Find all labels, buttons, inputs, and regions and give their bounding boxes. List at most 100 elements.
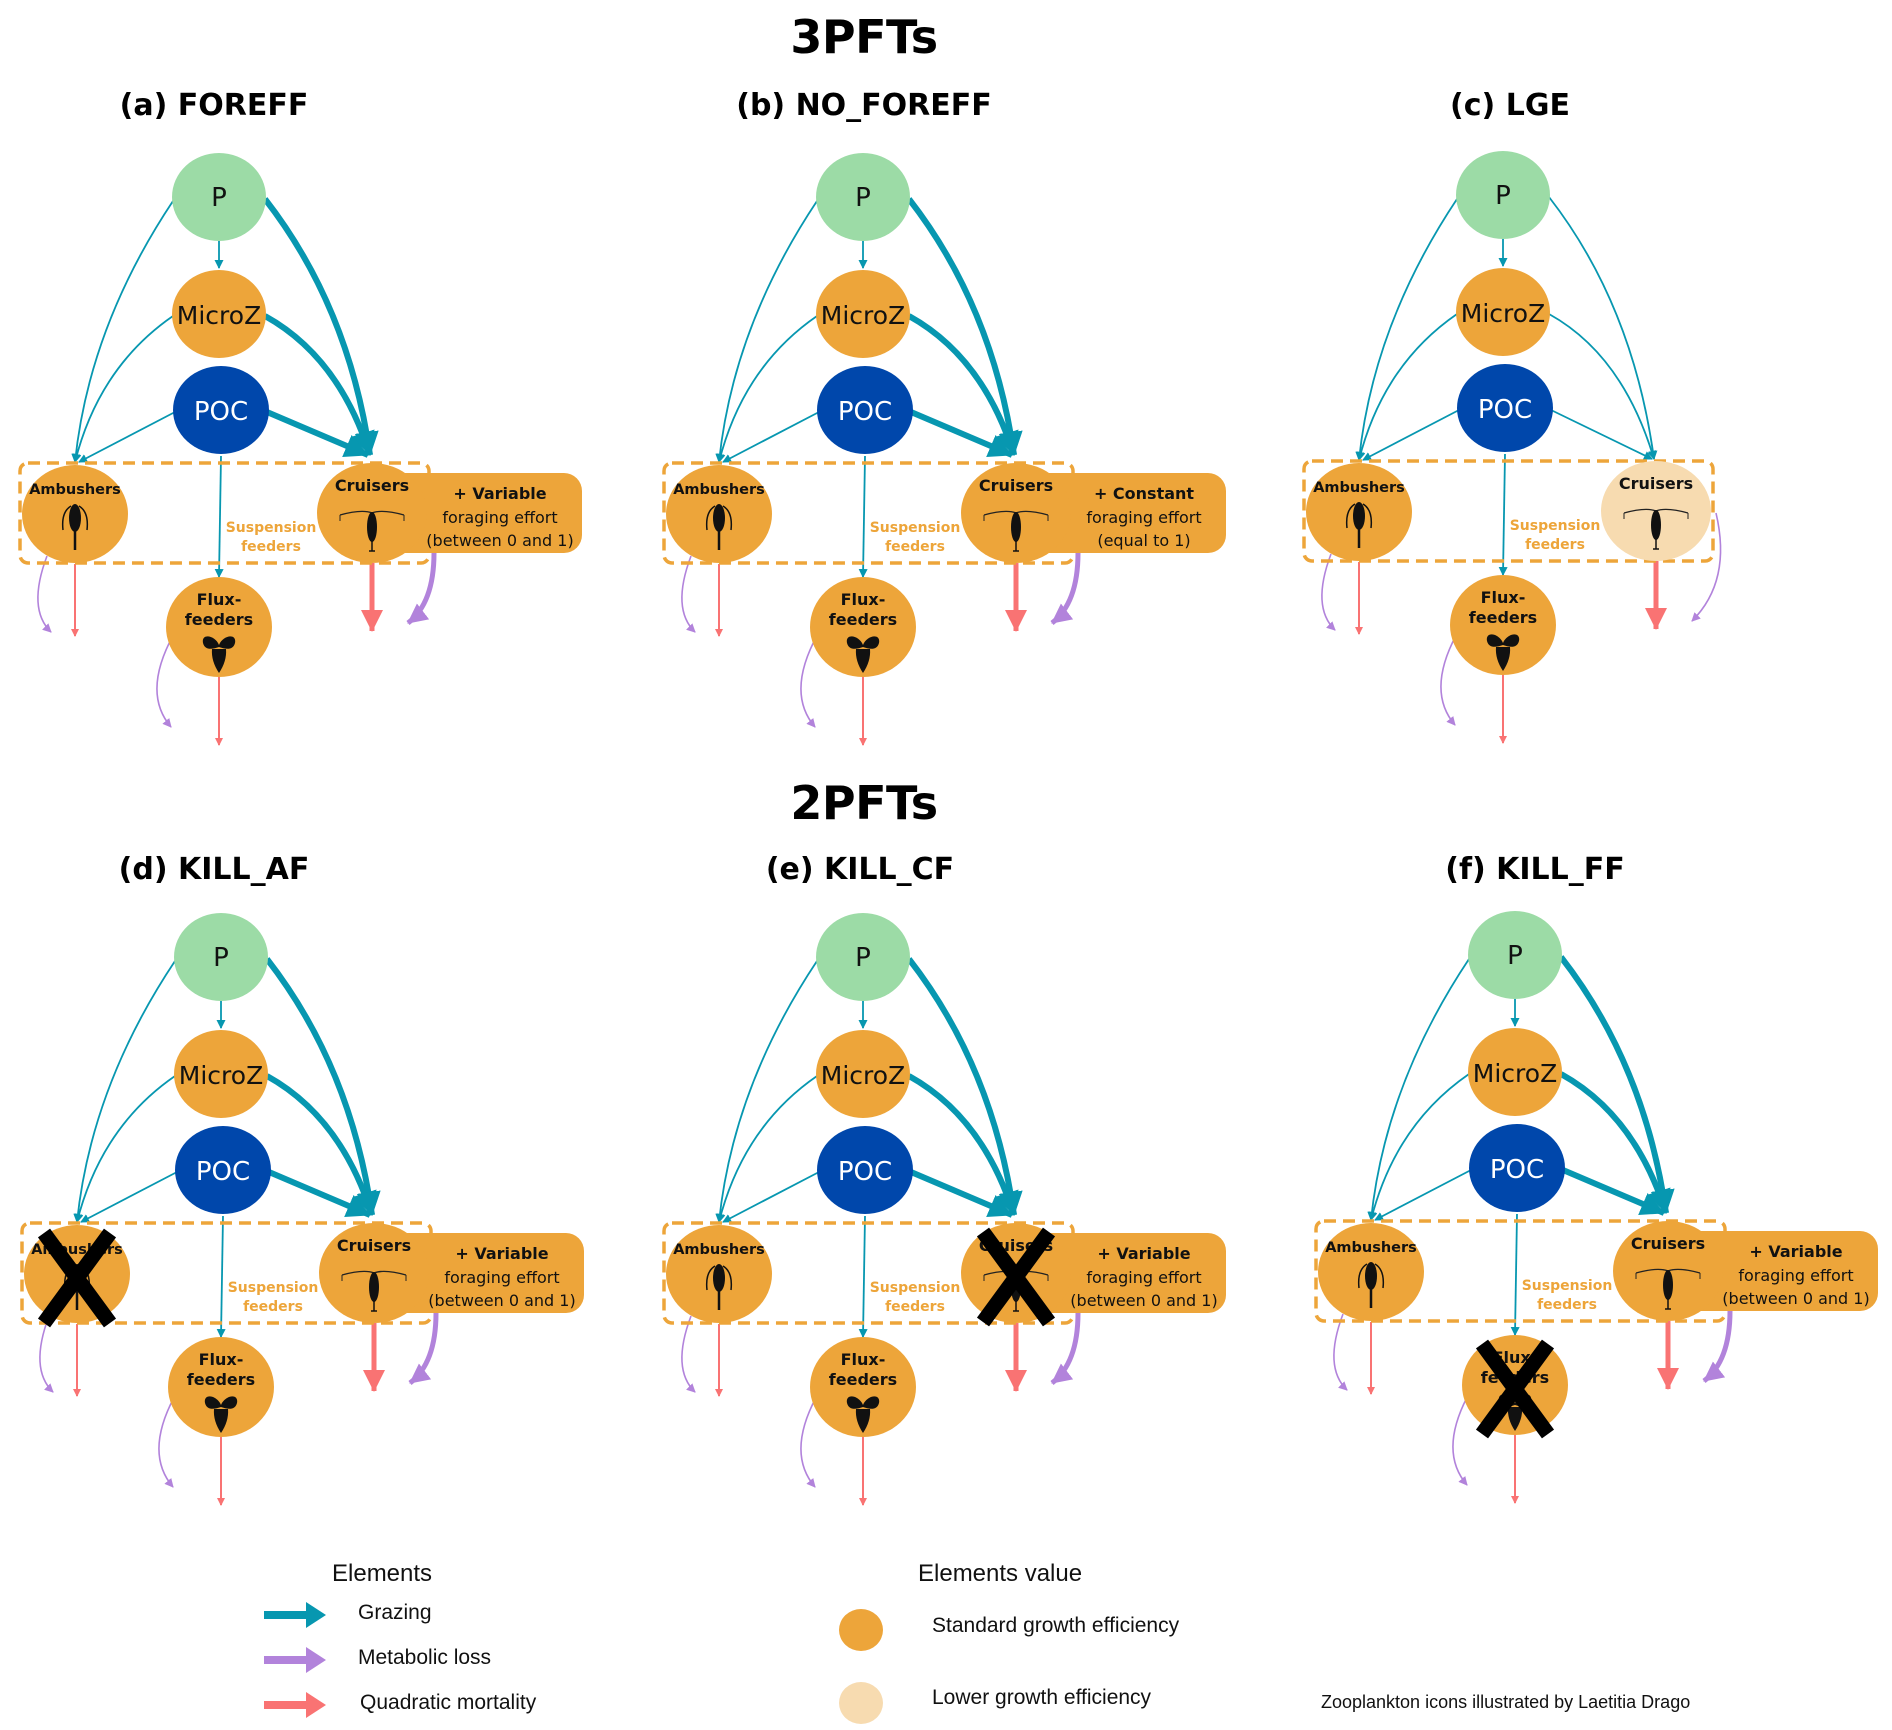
node-p-label: P [211,183,227,213]
copepod-body [713,504,725,532]
legend-label-grazing: Grazing [358,1601,432,1624]
grazing-microz-to-cruisers [907,1073,1019,1216]
grazing-p-to-ambushers [71,200,174,463]
node-microz [1468,1028,1562,1116]
node-ambushers-label: Ambushers [29,482,121,498]
suspension-label-1: Suspension [226,520,317,536]
node-ambushers-label: Ambushers [673,482,765,498]
flux-feeder-icon [1486,634,1520,671]
node-flux-label-2: feeders [829,1370,897,1389]
node-poc-label: POC [1478,395,1532,425]
note-line-1: + Variable [1097,1244,1190,1263]
node-p [174,913,268,1001]
icon-credit: Zooplankton icons illustrated by Laetiti… [1321,1692,1691,1712]
node-microz [174,1030,268,1118]
flux-wings [204,1396,238,1409]
note-line-2: foraging effort [444,1268,559,1287]
metabolic-loss-cruisers [1050,1312,1081,1385]
node-microz [816,1030,910,1118]
node-poc [1457,364,1553,452]
note-box [372,473,582,553]
metabolic-loss-cruisers [408,1312,439,1385]
metabolic-loss-ambushers [1333,1313,1348,1391]
panel-title-b: (b) NO_FOREFF [736,88,992,123]
legend-label-quadratic-mortality: Quadratic mortality [360,1691,537,1714]
node-cruisers-label: Cruisers [1631,1234,1705,1253]
node-microz [1456,268,1550,356]
copepod-body [713,1264,725,1292]
note-line-3: (between 0 and 1) [428,1291,575,1310]
copepod-body [1353,502,1365,530]
flux-wings [202,636,236,649]
grazing-poc-to-ambushers [80,1171,178,1223]
grazing-p-to-cruisers [1558,955,1675,1214]
note-line-2: foraging effort [1738,1266,1853,1285]
killed-cruisers-x-icon [976,1227,1056,1327]
metabolic-loss-flux [156,631,176,728]
node-cruisers-label: Cruisers [337,1236,411,1255]
metabolic-loss-flux [1452,1389,1472,1486]
section-title-2pfts: 2PFTs [790,776,938,830]
grazing-poc-to-ambushers [1374,1169,1472,1221]
copepod-body [367,512,377,542]
node-p [816,913,910,1001]
flux-wings [846,1396,880,1409]
suspension-label-1: Suspension [870,1280,961,1296]
grazing-poc-to-flux [216,1215,226,1338]
grazing-poc-to-cruisers [265,409,370,458]
node-p-label: P [1495,181,1511,211]
note-line-3: (between 0 and 1) [426,531,573,550]
grazing-p-to-cruisers [906,197,1023,456]
metabolic-loss-cruisers [406,552,437,625]
node-microz-label: MicroZ [179,1061,263,1090]
copepod-antennae [705,505,733,531]
legend-values-title: Elements value [918,1560,1083,1587]
grazing-p-to-cruisers [906,957,1023,1216]
node-poc [173,366,269,454]
flux-feeder-icon [846,636,880,673]
grazing-poc-to-cruisers [909,409,1014,458]
grazing-microz-to-cruisers [1559,1071,1671,1214]
antenna-tips [983,515,1049,521]
grazing-p-to-ambushers [73,960,176,1223]
grazing-p-to-cruisers [1548,196,1658,460]
legend-mortality-arrow-icon [264,1692,326,1718]
note-line-2: foraging effort [442,508,557,527]
node-poc [175,1126,271,1214]
grazing-p-to-ambushers [1355,198,1458,461]
legend-label-standard-growth: Standard growth efficiency [932,1614,1180,1637]
antenna-tips [341,1275,407,1281]
flux-feeder-icon [202,636,236,673]
copepod-tail [371,1301,377,1312]
x-strokes [37,1228,117,1328]
grazing-microz-to-ambushers [1368,1073,1470,1221]
suspension-label-2: feeders [885,539,945,555]
copepod-antennae [1357,1263,1385,1289]
node-poc-label: POC [838,1157,892,1187]
copepod-body [369,1272,379,1302]
cruiser-copepod-icon [1623,508,1689,550]
metabolic-loss-cruisers [1691,512,1722,622]
grazing-poc-to-flux [858,455,868,578]
grazing-poc-to-flux [1510,1213,1520,1336]
suspension-label-1: Suspension [228,1280,319,1296]
grazing-poc-to-cruisers [909,1169,1014,1218]
grazing-poc-to-ambushers [78,411,176,463]
flux-body [1495,647,1511,671]
node-cruisers-label: Cruisers [1619,474,1693,493]
copepod-body [1365,1262,1377,1290]
legend-elements-title: Elements [332,1560,433,1587]
node-flux-label-1: Flux- [1481,588,1526,607]
suspension-label-1: Suspension [1522,1278,1613,1294]
metabolic-loss-flux [1440,629,1460,726]
note-line-3: (between 0 and 1) [1722,1289,1869,1308]
node-p-label: P [855,943,871,973]
note-line-1: + Variable [453,484,546,503]
section-title-3pfts: 3PFTs [790,10,938,64]
flux-body [855,1409,871,1433]
grazing-p-to-ambushers [715,960,818,1223]
